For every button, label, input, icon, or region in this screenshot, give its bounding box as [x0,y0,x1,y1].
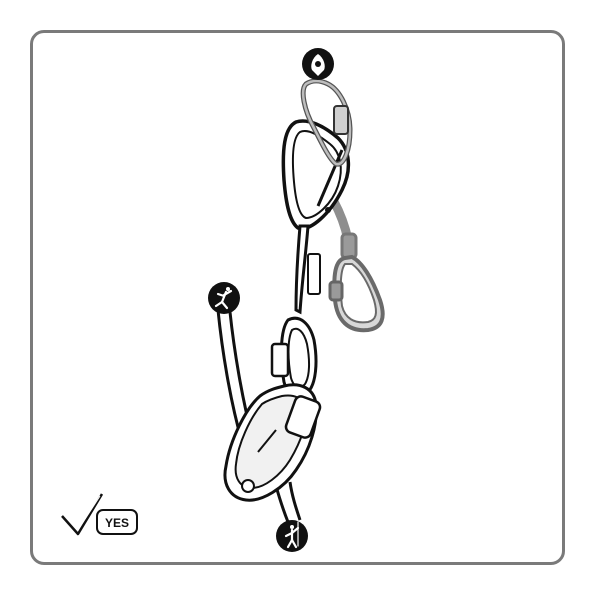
anchor-marker [302,48,334,80]
verdict-label: YES [105,516,129,530]
belay-device [225,385,322,500]
yes-badge: YES [62,494,137,534]
belayer-side-marker [276,520,308,552]
climber-side-marker [208,282,240,314]
sling [296,226,320,312]
